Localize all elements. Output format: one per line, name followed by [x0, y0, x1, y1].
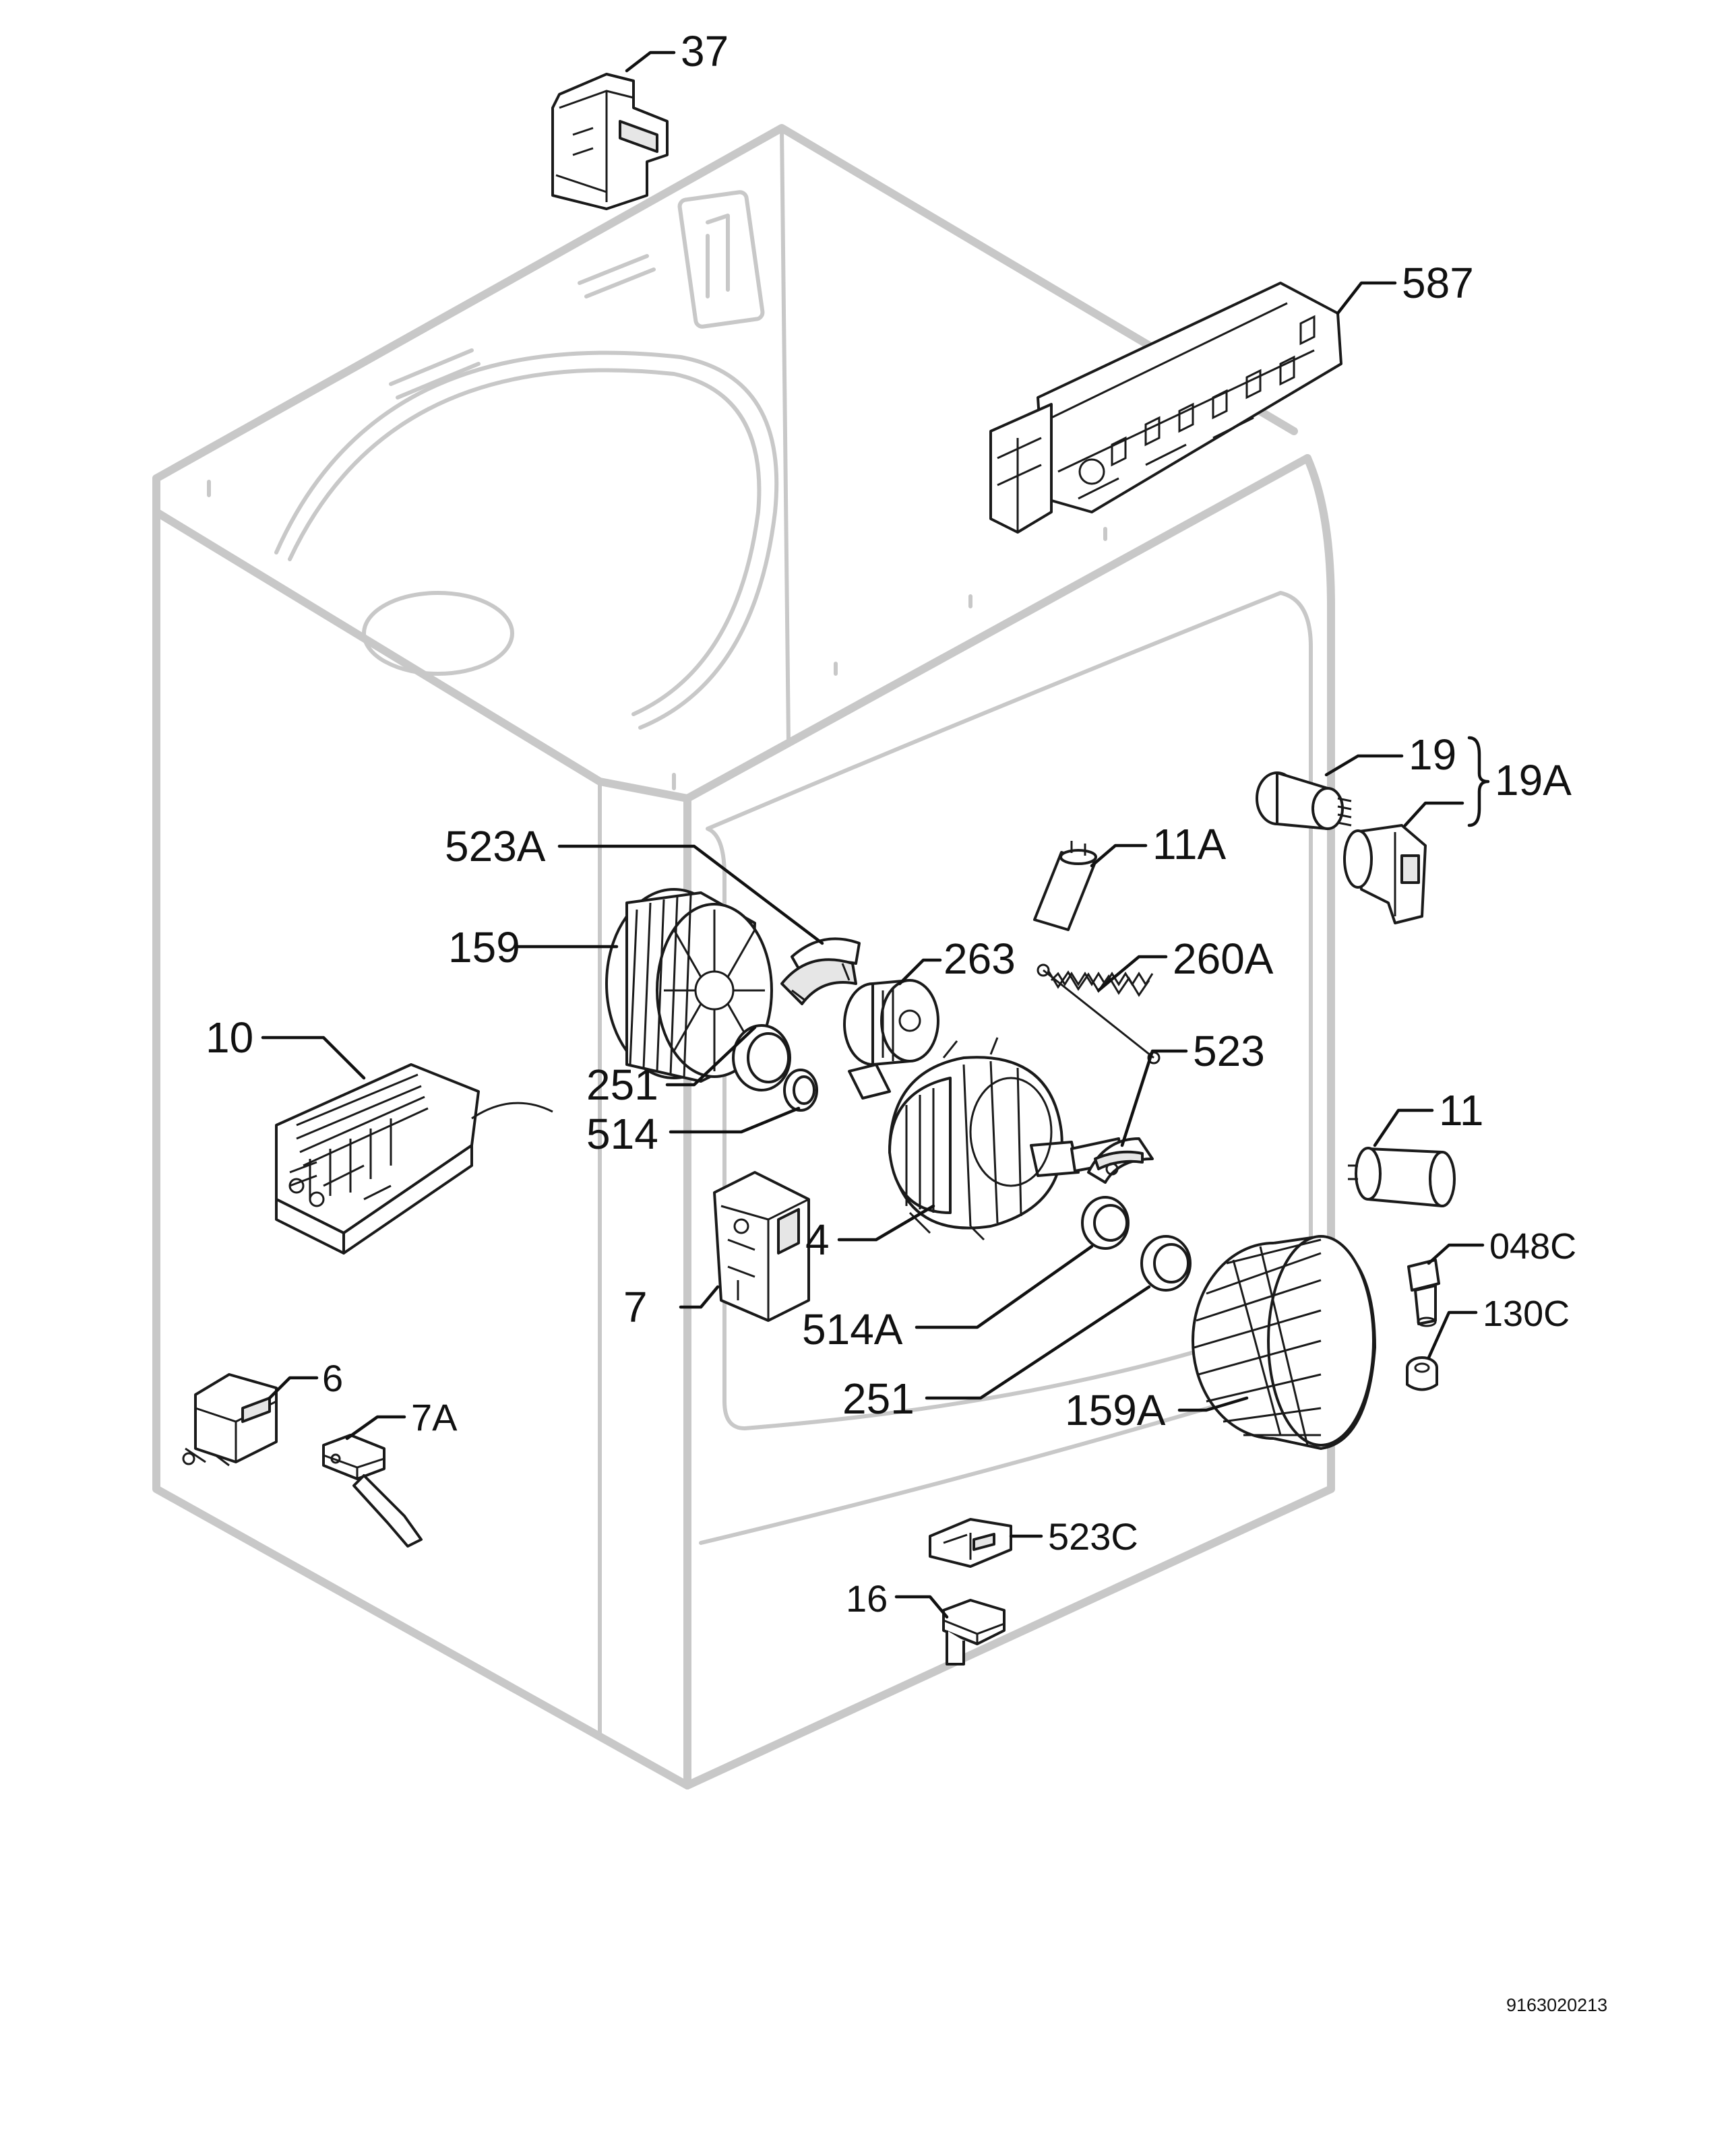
- part-523a-bracket: [780, 937, 861, 1005]
- leader-lines: [261, 51, 1490, 1619]
- part-11a-capacitor: [1033, 841, 1097, 931]
- part-11-capacitor: [1348, 1147, 1456, 1207]
- part-587-control-board: [989, 282, 1342, 534]
- label-523a: 523A: [445, 822, 546, 870]
- part-7-door-lock: [713, 1171, 810, 1322]
- part-159a-fan-wheel: [1192, 1235, 1376, 1450]
- part-16-microswitch: [942, 1599, 1006, 1666]
- part-4-motor: [848, 1037, 1123, 1241]
- label-251-upper: 251: [586, 1060, 658, 1109]
- part-10-heater: [275, 1063, 553, 1255]
- part-523c-clip: [929, 1518, 1012, 1568]
- label-159: 159: [448, 923, 520, 972]
- cabinet-housing: [152, 124, 1335, 1789]
- part-514-seal: [783, 1069, 818, 1112]
- label-514: 514: [586, 1110, 658, 1158]
- label-263: 263: [944, 934, 1016, 983]
- label-048c: 048C: [1489, 1226, 1576, 1267]
- label-10: 10: [206, 1013, 253, 1062]
- part-251-bearing-ring-lower: [1140, 1235, 1192, 1292]
- label-260a: 260A: [1173, 934, 1274, 983]
- label-514a: 514A: [802, 1305, 903, 1354]
- label-523: 523: [1193, 1027, 1265, 1075]
- part-6-module: [182, 1373, 278, 1467]
- drawing-number: 9163020213: [1506, 1995, 1607, 2015]
- part-251-bearing-ring: [732, 1024, 791, 1091]
- part-19-sensor: [1256, 771, 1352, 830]
- label-19: 19: [1409, 730, 1456, 779]
- part-263-motor-pulley: [843, 979, 939, 1066]
- label-11: 11: [1439, 1086, 1483, 1135]
- part-130c-nut: [1406, 1356, 1438, 1391]
- part-523-bracket: [1087, 1137, 1154, 1184]
- label-19a: 19A: [1495, 756, 1572, 804]
- label-159a: 159A: [1065, 1386, 1166, 1434]
- label-130c: 130C: [1483, 1294, 1570, 1334]
- part-37-switch-module: [551, 73, 669, 210]
- part-048c-connector: [1407, 1259, 1440, 1327]
- part-19a-housing: [1343, 824, 1427, 924]
- label-523c: 523C: [1048, 1515, 1138, 1558]
- part-260a-spring: [1037, 963, 1161, 1065]
- label-37: 37: [681, 27, 729, 75]
- label-4: 4: [805, 1215, 830, 1264]
- label-587: 587: [1402, 259, 1474, 307]
- label-7a: 7A: [411, 1396, 458, 1438]
- label-16: 16: [846, 1577, 888, 1620]
- label-7: 7: [623, 1283, 648, 1331]
- part-514a-seal: [1081, 1196, 1130, 1250]
- label-251-lower: 251: [842, 1374, 915, 1423]
- label-6: 6: [322, 1357, 343, 1399]
- part-7a-microswitch: [322, 1434, 423, 1548]
- label-11a: 11A: [1152, 820, 1226, 868]
